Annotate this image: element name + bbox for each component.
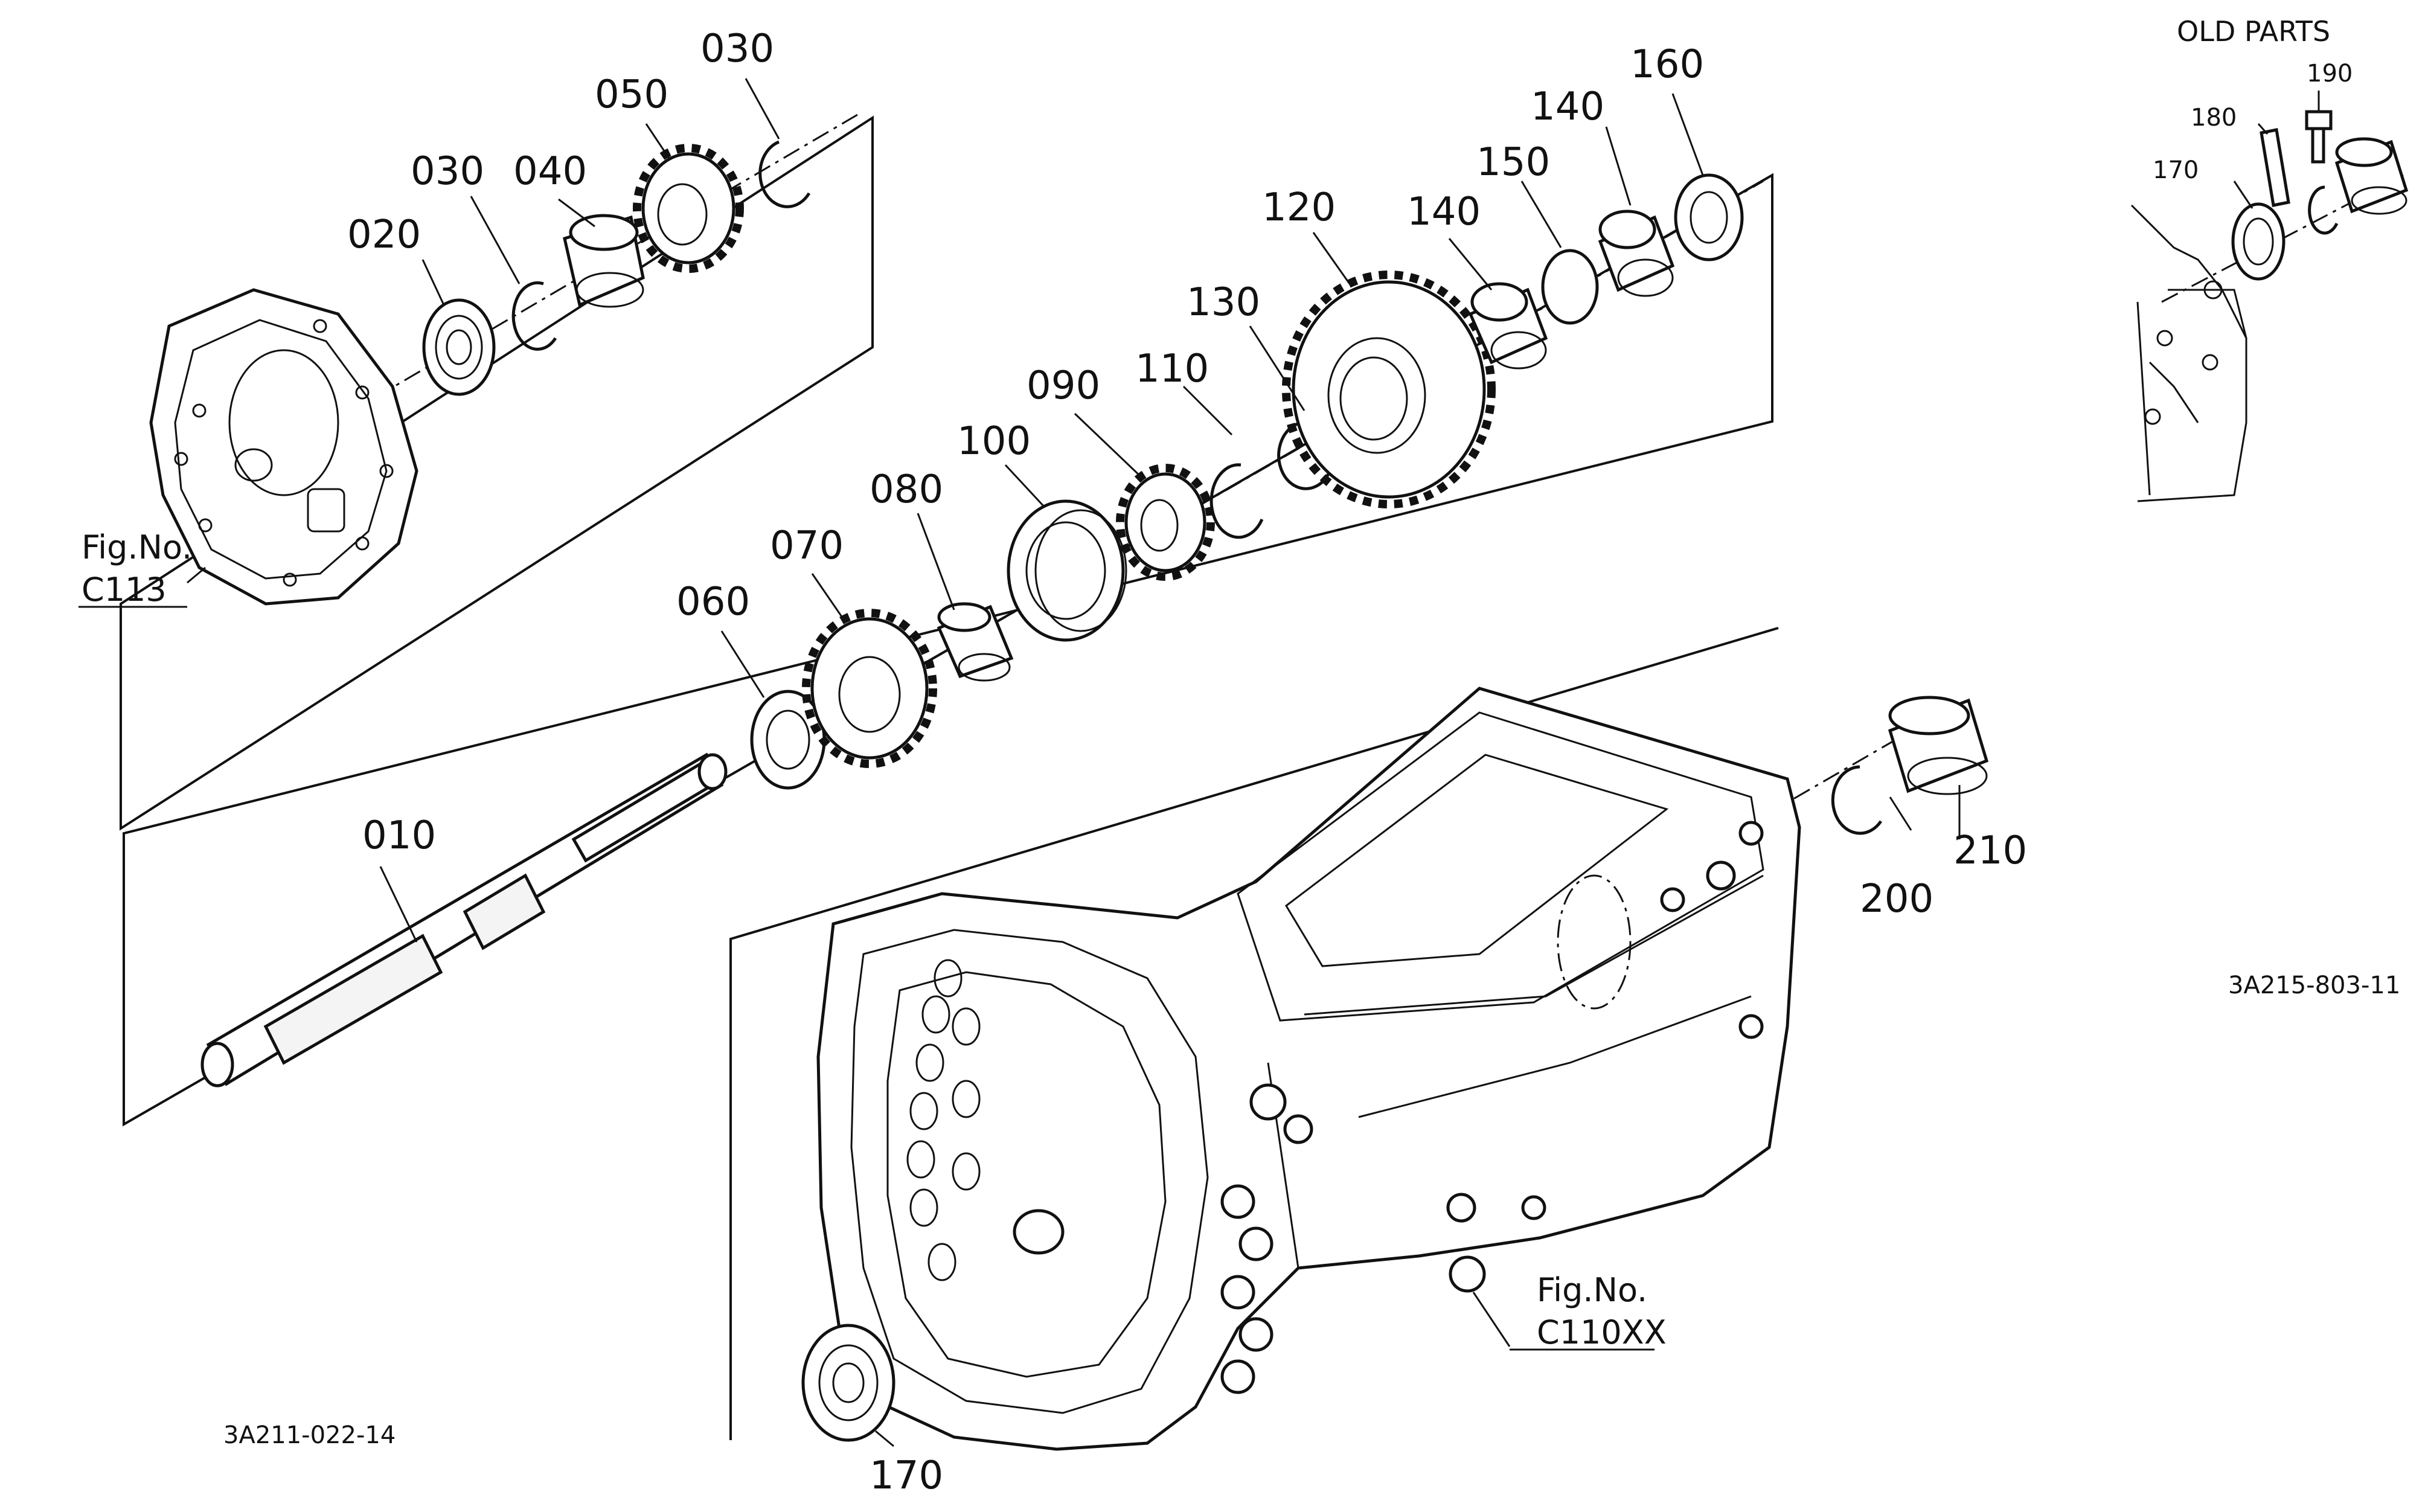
- label-110: 110: [1135, 347, 1209, 391]
- label-140-lower: 140: [1407, 190, 1481, 234]
- leader-c110xx: [1472, 1292, 1511, 1347]
- old-sleeve: [2334, 137, 2409, 215]
- old-label-190: 190: [2307, 60, 2353, 88]
- fig-ref-c113-label: Fig.No.: [82, 528, 192, 566]
- fig-ref-c110xx-code: C110XX: [1537, 1313, 1667, 1351]
- old-label-170: 170: [2153, 156, 2199, 184]
- fig-ref-c110xx-label: Fig.No.: [1537, 1271, 1647, 1309]
- gear-050: [633, 144, 744, 273]
- label-210: 210: [1953, 828, 2027, 873]
- old-bolt-190: [2305, 110, 2333, 164]
- gear-120: [1282, 271, 1496, 508]
- label-080: 080: [870, 467, 943, 512]
- leader-080: [917, 513, 955, 610]
- circlip-110: [1209, 463, 1264, 539]
- leader-old-180: [2257, 123, 2269, 135]
- circlip-200: [1831, 765, 1883, 835]
- label-170: 170: [870, 1453, 943, 1498]
- old-parts-labels: OLD PARTS 190 180 170: [2153, 15, 2353, 184]
- old-parts-inset: [2130, 91, 2409, 502]
- label-010: 010: [362, 813, 436, 858]
- leader-030a: [470, 196, 521, 284]
- label-070: 070: [770, 524, 844, 568]
- leader-170: [875, 1430, 894, 1447]
- leader-100: [1004, 464, 1046, 508]
- circlip-030-upper: [758, 140, 811, 208]
- clutch-housing-c113: [149, 288, 418, 606]
- label-120: 120: [1262, 185, 1336, 230]
- drawing-code-main: 3A211-022-14: [223, 1421, 396, 1449]
- label-140-upper: 140: [1531, 85, 1604, 129]
- label-200: 200: [1860, 877, 1933, 921]
- label-060: 060: [676, 580, 750, 624]
- lower-panel: [729, 627, 1989, 1451]
- label-150: 150: [1476, 140, 1550, 185]
- needle-bearing-140b: [1598, 210, 1675, 297]
- upper-panel-frame: [120, 115, 874, 831]
- gear-090: [1116, 464, 1215, 581]
- leader-c113: [187, 566, 206, 584]
- drawing-code-old-parts: 3A215-803-11: [2228, 972, 2400, 999]
- leader-130: [1249, 325, 1305, 411]
- old-bearing-170: [2231, 202, 2286, 281]
- leader-160: [1671, 93, 1704, 176]
- label-050: 050: [595, 72, 668, 117]
- label-100: 100: [957, 419, 1031, 464]
- old-plate-180: [2260, 128, 2290, 207]
- label-040: 040: [513, 149, 587, 194]
- old-label-180: 180: [2191, 104, 2237, 132]
- middle-panel-frame: [123, 173, 1773, 1127]
- needle-bearing-080: [937, 602, 1014, 682]
- fig-ref-c113-code: C113: [82, 571, 167, 609]
- leader-070: [811, 573, 847, 623]
- upper-panel: [78, 78, 874, 831]
- leader-040: [558, 198, 595, 228]
- leader-140a: [1448, 238, 1493, 290]
- leader-060: [720, 630, 765, 698]
- leader-150: [1520, 181, 1562, 248]
- old-circlip: [2308, 185, 2339, 235]
- leader-old-170: [2233, 181, 2254, 209]
- label-160: 160: [1630, 42, 1704, 87]
- middle-panel: [123, 93, 1773, 1127]
- leader-090: [1074, 412, 1142, 478]
- label-020: 020: [347, 213, 421, 257]
- gear-070: [802, 609, 937, 768]
- shaft-010: [200, 752, 728, 1088]
- leader-020: [421, 259, 445, 306]
- circlip-030-lower: [511, 281, 557, 351]
- sleeve-210: [1888, 696, 1989, 795]
- needle-bearing-140a: [1468, 282, 1548, 370]
- ring-150: [1541, 249, 1599, 325]
- label-030-upper: 030: [700, 27, 774, 71]
- figure-references: Fig.No. C113 Fig.No. C110XX: [82, 528, 1667, 1351]
- leader-050: [645, 123, 671, 161]
- part-labels: 030 050 030 040 020 160 140 150 140 120 …: [347, 27, 2027, 1498]
- leader-110: [1182, 385, 1233, 436]
- drawing-codes: 3A215-803-11 3A211-022-14: [223, 972, 2400, 1449]
- hub-100: [1007, 499, 1127, 642]
- leader-140b: [1605, 126, 1632, 206]
- sleeve-040: [563, 214, 645, 308]
- upper-axis-line: [229, 114, 858, 484]
- bearing-020: [422, 298, 496, 396]
- label-030-lower: 030: [411, 149, 484, 194]
- label-090: 090: [1027, 364, 1100, 408]
- leader-120: [1312, 232, 1351, 284]
- old-parts-title: OLD PARTS: [2177, 15, 2330, 48]
- bearing-170: [801, 1324, 895, 1442]
- leader-200: [1889, 796, 1912, 831]
- label-130: 130: [1187, 280, 1260, 325]
- leader-010: [379, 866, 418, 943]
- leader-030b: [745, 78, 780, 139]
- case-bolt-holes: [906, 959, 981, 1281]
- washer-160: [1674, 173, 1744, 261]
